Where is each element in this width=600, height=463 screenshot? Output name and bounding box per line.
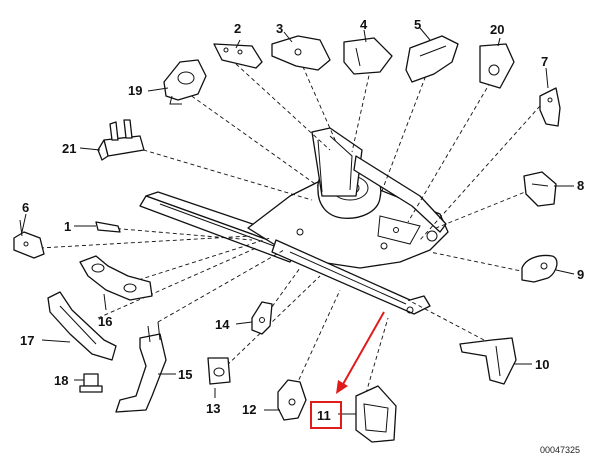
callout-19: 19 <box>128 83 142 98</box>
callout-1: 1 <box>64 219 71 234</box>
callout-2: 2 <box>234 21 241 36</box>
part-10 <box>459 337 517 385</box>
part-19 <box>163 59 207 105</box>
callout-6: 6 <box>22 200 29 215</box>
highlight-box <box>310 401 342 429</box>
callout-7: 7 <box>541 54 548 69</box>
part-21 <box>97 119 145 161</box>
part-2 <box>213 43 263 69</box>
part-1 <box>95 221 121 233</box>
callout-18: 18 <box>54 373 68 388</box>
callout-leaders <box>21 27 575 415</box>
callout-11: 11 <box>317 408 331 423</box>
callout-20: 20 <box>490 22 504 37</box>
part-11 <box>355 385 397 443</box>
callout-17: 17 <box>20 333 34 348</box>
callout-10: 10 <box>535 357 549 372</box>
part-3 <box>271 35 331 71</box>
catalog-number: 00047325 <box>540 445 580 455</box>
part-17 <box>47 291 117 361</box>
callout-13: 13 <box>206 401 220 416</box>
callout-labels: 2 3 4 5 20 7 19 21 8 9 10 6 1 16 17 18 1… <box>20 17 584 423</box>
part-13 <box>207 357 231 385</box>
callout-16: 16 <box>98 314 112 329</box>
part-6 <box>13 219 45 259</box>
part-9 <box>521 254 558 283</box>
part-16 <box>79 255 153 301</box>
callout-15: 15 <box>178 367 192 382</box>
callout-12: 12 <box>242 402 256 417</box>
part-15 <box>115 321 167 413</box>
callout-21: 21 <box>62 141 76 156</box>
callout-8: 8 <box>577 178 584 193</box>
highlight-arrow-line <box>341 311 385 387</box>
part-20 <box>479 43 515 89</box>
assembly-lines <box>39 59 541 401</box>
part-8 <box>523 171 557 207</box>
part-5 <box>405 35 459 83</box>
callout-5: 5 <box>414 17 421 32</box>
callout-14: 14 <box>215 317 230 332</box>
highlight-arrowhead-icon <box>336 380 348 394</box>
highlight-marker <box>310 311 385 429</box>
front-frame-assembly <box>139 127 449 315</box>
part-18 <box>79 373 103 393</box>
part-4 <box>343 37 393 75</box>
callout-9: 9 <box>577 267 584 282</box>
part-7 <box>539 87 561 127</box>
part-12 <box>277 379 307 421</box>
part-14 <box>251 301 273 335</box>
callout-4: 4 <box>360 17 368 32</box>
callout-3: 3 <box>276 21 283 36</box>
